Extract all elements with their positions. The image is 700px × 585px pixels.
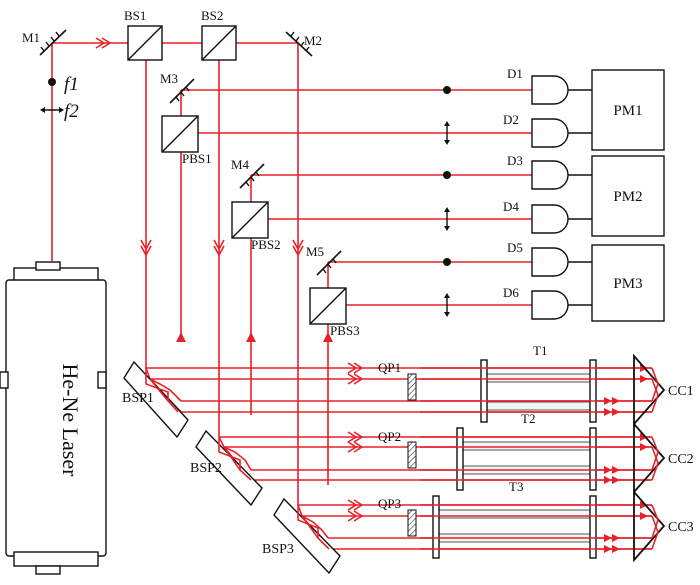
label-f2: f2 xyxy=(64,101,79,122)
label-pbs2: PBS2 xyxy=(251,237,281,252)
label-m4: M4 xyxy=(231,157,250,172)
beam-splitter-bs2: BS2 xyxy=(201,8,237,61)
detector-d1 xyxy=(531,75,569,105)
label-m5: M5 xyxy=(306,244,324,259)
pbs3: PBS3 xyxy=(309,287,360,338)
bsp2 xyxy=(195,429,263,507)
label-t1: T1 xyxy=(533,343,547,358)
polarization-markers xyxy=(443,86,451,317)
phase-meter-pm2 xyxy=(591,155,665,237)
phase-meter-pm1 xyxy=(591,69,665,151)
beam-splitter-bs1: BS1 xyxy=(124,8,163,61)
bsp1 xyxy=(123,360,189,439)
corner-cube-cc3 xyxy=(633,489,666,563)
corner-cube-cc1 xyxy=(633,353,666,427)
label-f1: f1 xyxy=(64,74,79,95)
detector-d3 xyxy=(531,160,569,190)
label-qp2: QP2 xyxy=(378,429,401,444)
label-pm1: PM1 xyxy=(613,103,642,119)
corner-cubes: CC1 CC2 CC3 xyxy=(633,353,694,563)
qp1 xyxy=(407,373,417,401)
label-d4: D4 xyxy=(503,199,519,214)
label-pm2: PM2 xyxy=(613,189,642,205)
label-cc2: CC2 xyxy=(668,452,694,467)
label-pbs1: PBS1 xyxy=(182,151,212,166)
label-t2: T2 xyxy=(521,411,535,426)
detector-d2 xyxy=(531,118,569,148)
label-bs1: BS1 xyxy=(124,8,146,23)
pbs1: PBS1 xyxy=(161,115,212,166)
corner-cube-cc2 xyxy=(633,421,666,495)
label-d1: D1 xyxy=(507,66,523,81)
label-qp3: QP3 xyxy=(378,496,401,511)
bsp-internal-reflections-top xyxy=(145,368,330,550)
laser-label: He-Ne Laser xyxy=(58,364,83,478)
label-d3: D3 xyxy=(507,153,523,168)
mirror-m3: M3 xyxy=(160,71,195,104)
label-d2: D2 xyxy=(503,112,519,127)
detectors: D1 D2 D3 D4 D5 D6 xyxy=(503,66,592,320)
beams-over-tubes xyxy=(420,367,652,550)
label-bsp2: BSP2 xyxy=(190,461,222,476)
tubes: T1 T2 T3 xyxy=(432,343,597,559)
detector-d6 xyxy=(531,290,569,320)
detector-d5 xyxy=(531,247,569,277)
bsp3 xyxy=(273,497,341,575)
qp2 xyxy=(407,441,417,469)
mirror-m2: M2 xyxy=(285,31,322,57)
label-cc1: CC1 xyxy=(668,384,694,399)
label-qp1: QP1 xyxy=(378,360,401,375)
label-pm3: PM3 xyxy=(613,276,642,292)
label-pbs3: PBS3 xyxy=(330,323,360,338)
label-bsp1: BSP1 xyxy=(122,391,154,406)
phase-meters: PM1 PM2 PM3 xyxy=(591,69,665,322)
label-d6: D6 xyxy=(503,285,519,300)
label-m2: M2 xyxy=(304,33,322,48)
beam-splitter-plates: BSP1 BSP2 BSP3 xyxy=(122,360,341,575)
beam-arrows xyxy=(95,37,364,522)
frequency-labels: f1 f2 xyxy=(40,74,79,122)
mirror-m1: M1 xyxy=(22,29,67,56)
phase-meter-pm3 xyxy=(591,244,665,322)
label-bs2: BS2 xyxy=(201,8,223,23)
label-m1: M1 xyxy=(22,30,40,45)
label-cc3: CC3 xyxy=(668,520,694,535)
tube-t1 xyxy=(480,359,597,423)
label-d5: D5 xyxy=(507,240,523,255)
label-m3: M3 xyxy=(160,71,178,86)
pbs2: PBS2 xyxy=(231,201,281,252)
qp3 xyxy=(407,509,417,537)
mirror-m5: M5 xyxy=(306,244,342,276)
laser-body: He-Ne Laser xyxy=(0,261,107,575)
mirror-m4: M4 xyxy=(231,157,265,189)
label-t3: T3 xyxy=(509,479,523,494)
quarter-wave-plates: QP1 QP2 QP3 xyxy=(378,360,417,537)
label-bsp3: BSP3 xyxy=(262,542,294,557)
detector-d4 xyxy=(531,204,569,234)
